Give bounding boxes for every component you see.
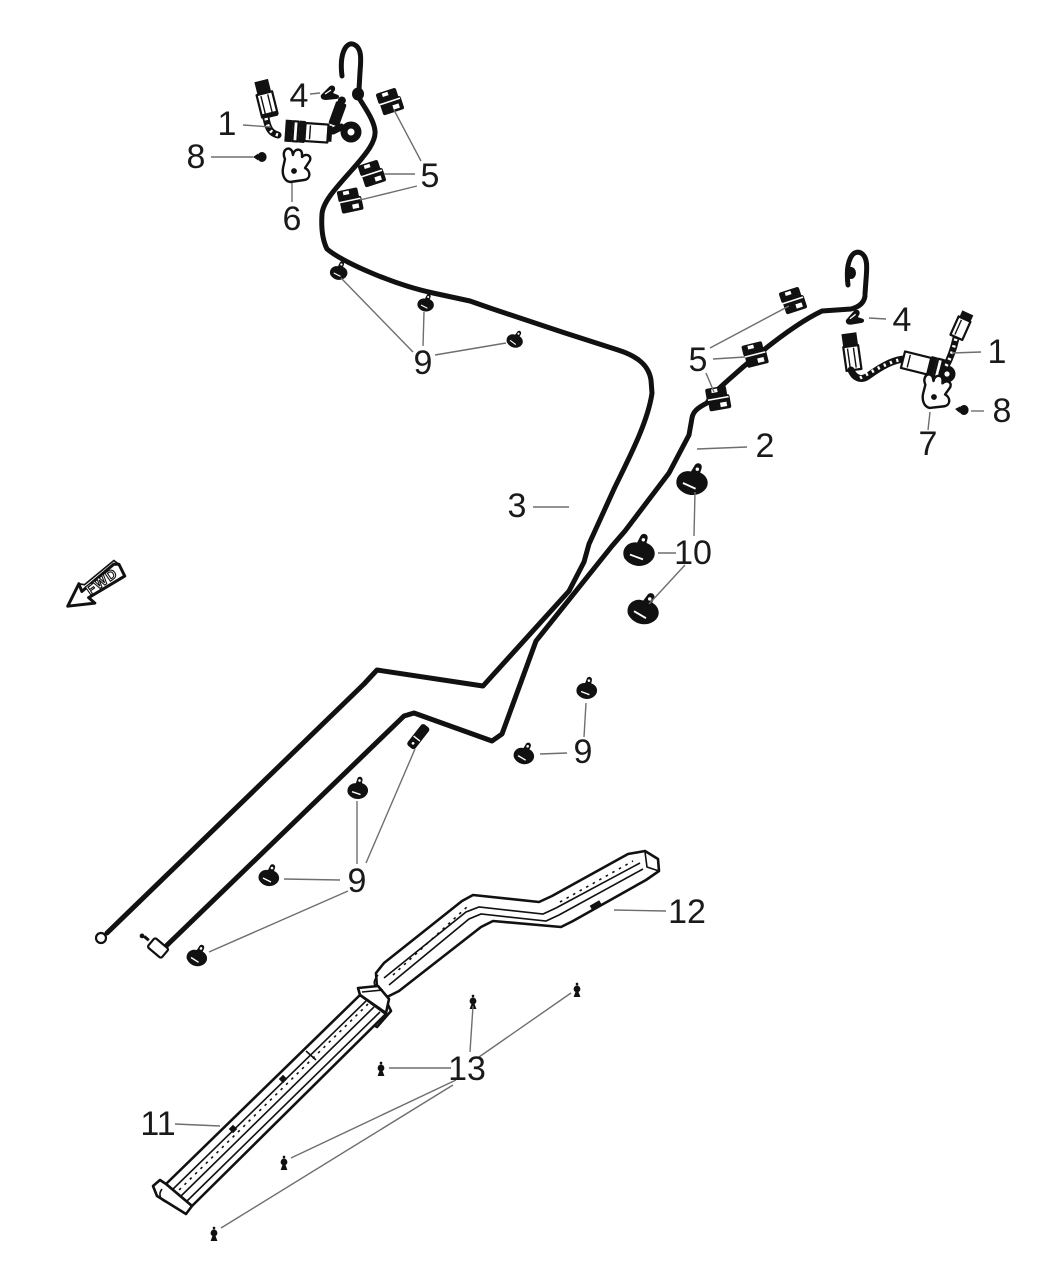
callout-leader-5 <box>705 372 715 393</box>
push-pin-13 <box>280 1155 288 1170</box>
callout-label-6: 6 <box>283 200 302 238</box>
hose-right-top-fitting <box>949 310 974 342</box>
callout-leader-5 <box>709 305 790 349</box>
tube-clamp-5 <box>333 183 367 218</box>
callout-label-12: 12 <box>668 893 706 931</box>
brake-hose-right <box>841 310 974 383</box>
callout-leader-9 <box>283 878 341 881</box>
hose-bracket-6 <box>281 147 312 184</box>
callout-label-13: 13 <box>448 1050 486 1088</box>
hose-left-cap <box>254 78 272 95</box>
screw-8-left <box>253 152 267 162</box>
rear-tube-fitting <box>846 267 856 279</box>
callout-leader-9 <box>365 748 416 864</box>
callout-leader-5 <box>712 356 746 360</box>
callout-leader-5 <box>359 185 418 201</box>
rear-tube-hook <box>844 249 870 297</box>
hose-right-cap <box>841 332 859 348</box>
routing-clip-9 <box>416 293 435 313</box>
callout-leader-1 <box>242 124 272 128</box>
routing-clip-10 <box>621 532 657 568</box>
callout-label-7: 7 <box>919 425 938 463</box>
front-tube-run <box>104 95 655 936</box>
callout-leader-13 <box>220 1084 454 1229</box>
rear-tube-run <box>159 293 868 953</box>
routing-clip-9 <box>257 863 280 887</box>
callout-leader-13 <box>290 1079 457 1159</box>
tube-clamp-5 <box>356 158 388 189</box>
callout-label-8: 8 <box>187 138 206 176</box>
routing-clip-9 <box>512 740 536 766</box>
hose-left-union <box>284 119 333 144</box>
hose-left-connector <box>328 96 347 127</box>
callout-label-2: 2 <box>756 427 775 465</box>
push-pin-13 <box>210 1226 218 1241</box>
callout-leader-7 <box>927 411 931 431</box>
callout-leader-10 <box>693 491 696 537</box>
screw-8-right <box>954 404 970 416</box>
callout-label-3: 3 <box>508 487 527 525</box>
callout-label-9: 9 <box>348 862 367 900</box>
fwd-arrow: FWD <box>66 559 127 608</box>
tube-clamp-5 <box>374 86 406 117</box>
callout-leader-13 <box>469 1005 474 1053</box>
callout-leader-10 <box>648 564 686 605</box>
callout-leader-9 <box>583 702 587 738</box>
front-tube-end-eyelet <box>94 931 108 945</box>
callout-leader-9 <box>434 342 507 356</box>
callout-label-5: 5 <box>689 341 708 379</box>
callout-leader-4 <box>309 92 321 95</box>
callout-label-9: 9 <box>414 344 433 382</box>
callout-label-1: 1 <box>988 333 1007 371</box>
retainer-clip-4-left <box>320 84 340 101</box>
tube-clamp-5 <box>701 381 736 416</box>
routing-clip-10 <box>675 462 709 496</box>
callout-label-11: 11 <box>140 1105 175 1143</box>
push-pin-13 <box>573 982 581 997</box>
routing-clip-9-stud <box>407 724 430 750</box>
push-pin-13 <box>377 1061 385 1076</box>
callout-leader-13 <box>478 992 572 1058</box>
callout-leader-9 <box>340 277 414 353</box>
routing-clip-9 <box>329 260 349 281</box>
callout-label-8: 8 <box>993 392 1012 430</box>
callout-leader-11 <box>174 1123 221 1127</box>
callout-leader-4 <box>868 317 887 320</box>
brake-hose-left <box>254 78 362 144</box>
callout-label-4: 4 <box>290 77 309 115</box>
callout-leader-12 <box>613 909 667 912</box>
callout-label-9: 9 <box>574 733 593 771</box>
tube-clamp-5 <box>777 285 809 316</box>
routing-clip-9 <box>574 675 599 701</box>
front-brake-tube <box>94 41 655 945</box>
rear-tube-end-fitting <box>139 933 170 959</box>
callout-leader-9 <box>422 311 425 347</box>
callout-leader-2 <box>696 446 748 450</box>
hose-right-curve <box>847 355 908 382</box>
callout-label-10: 10 <box>674 534 712 572</box>
callout-leader-5 <box>393 109 422 162</box>
front-tube-hook <box>338 41 364 93</box>
shield-front-11 <box>151 984 391 1216</box>
routing-clip-9 <box>185 942 210 968</box>
callout-label-5: 5 <box>421 157 440 195</box>
callout-leader-9 <box>208 890 349 953</box>
shield-rear-12 <box>362 849 661 1029</box>
callout-label-4: 4 <box>893 301 912 339</box>
callout-leader-9 <box>539 752 568 755</box>
hose-left-link <box>329 123 345 135</box>
routing-clip-9 <box>345 775 370 802</box>
callout-leader-1 <box>951 351 982 354</box>
routing-clip-9 <box>504 328 526 350</box>
callout-label-1: 1 <box>218 105 237 143</box>
